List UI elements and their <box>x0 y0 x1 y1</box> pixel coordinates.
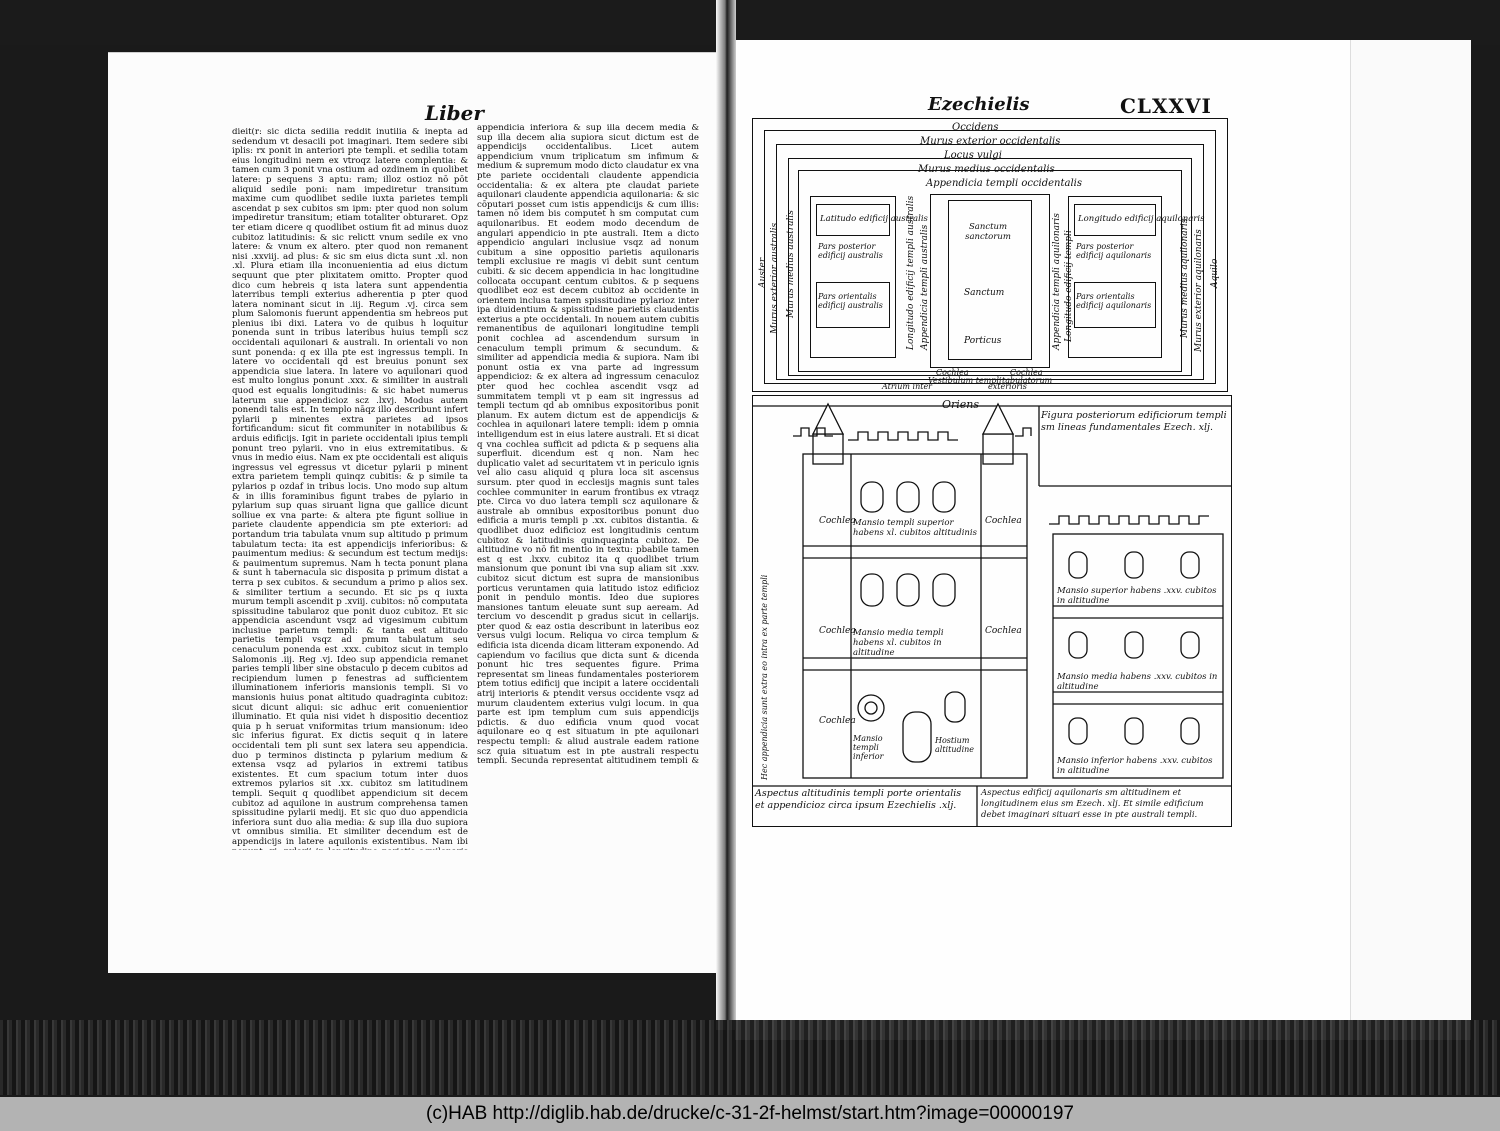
temple-outline <box>930 194 1050 368</box>
plan-frame-5 <box>798 170 1182 372</box>
label-murus-exterior-occ: Murus exterior occidentalis <box>920 136 1061 147</box>
label-auster: Auster <box>758 257 768 288</box>
label-hostium: Hostium altitudine <box>935 736 975 754</box>
label-murus-medius-occ: Murus medius occidentalis <box>918 164 1055 175</box>
label-occidens: Occidens <box>952 122 999 133</box>
elevation-caption-bottom-left: Aspectus altitudinis templi porte orient… <box>755 788 962 811</box>
plan-frame-3 <box>776 144 1204 380</box>
plan-frame-2 <box>764 130 1216 384</box>
text-column-1: dieit(r: sic dicta sedilia reddit inutil… <box>232 128 468 850</box>
credit-text: (c)HAB http://diglib.hab.de/drucke/c-31-… <box>426 1103 1074 1124</box>
label-sanctum-sanctorum: Sanctum sanctorum <box>965 222 1011 242</box>
temple-inner <box>948 200 1032 360</box>
label-cochlea-3: Cochlea <box>819 626 856 636</box>
plan-outer-frame <box>752 118 1228 392</box>
label-murus-exterior-aqu: Murus exterior aquilonaris <box>1194 229 1204 352</box>
label-longitudo-aqu: Longitudo edificij aquilonaris <box>1078 214 1205 224</box>
label-murus-medius-aqu: Murus medius aquilonaris <box>1180 218 1190 338</box>
folio-number: CLXXVI <box>1120 94 1212 118</box>
label-aquilo: Aquilo <box>1210 258 1220 288</box>
label-pars-orientalis-aqu: Pars orientalis edificij aquilonaris <box>1076 292 1152 310</box>
book-gutter <box>716 0 736 1030</box>
text-column-2: appendicia inferiora & sup illa decem me… <box>477 124 699 764</box>
label-cochlea-1: Cochlea <box>819 516 856 526</box>
label-longitudo-templi-aust: Longitudo edificij templi australis <box>906 195 916 350</box>
north-building <box>1068 196 1162 358</box>
label-latitudo-aust: Latitudo edificij australis <box>820 214 928 224</box>
label-side-note: Hec appendicia sunt extra eo intra ex pa… <box>760 574 769 780</box>
running-head-right: Ezechielis <box>928 94 1030 115</box>
elevation-drawing <box>753 402 1231 826</box>
label-pars-posterior-aust: Pars posterior edificij australis <box>818 242 883 260</box>
south-building <box>810 196 896 358</box>
label-aqu-media: Mansio media habens .xxv. cubitos in alt… <box>1057 672 1218 692</box>
right-page-edge <box>1350 40 1471 1040</box>
right-page <box>735 40 1351 1040</box>
label-appendicia-templi-aust: Appendicia templi australis <box>920 224 930 350</box>
label-murus-medius-aust: Murus medius australis <box>786 210 796 318</box>
elevation-caption-top-right: Figura posteriorum edificiorum templi sm… <box>1041 410 1227 433</box>
label-mansio-media: Mansio media templi habens xl. cubitos i… <box>853 628 944 658</box>
label-cochlea-right: Cochlea <box>1010 368 1043 377</box>
label-cochlea-left: Cochlea <box>936 368 969 377</box>
scan-top-border <box>0 0 1500 45</box>
label-atrium-inter: Atrium inter <box>882 382 932 391</box>
temple-ground-plan: Occidens Murus exterior occidentalis Loc… <box>752 118 1230 394</box>
label-pars-posterior-aqu: Pars posterior edificij aquilonaris <box>1076 242 1152 260</box>
label-appendicia-templi-aqu: Appendicia templi aquilonaris <box>1052 213 1062 350</box>
label-murus-exterior-aust: Murus exterior australis <box>770 222 780 334</box>
temple-elevation-figure: Figura posteriorum edificiorum templi sm… <box>752 395 1232 827</box>
running-head-left: Liber <box>425 101 484 125</box>
label-porticus: Porticus <box>964 336 1002 346</box>
label-aqu-inferior: Mansio inferior habens .xxv. cubitos in … <box>1057 756 1213 776</box>
elevation-caption-bottom-right: Aspectus edificij aquilonaris sm altitud… <box>981 788 1204 820</box>
label-cochlea-5: Cochlea <box>819 716 856 726</box>
north-box-2 <box>1074 282 1156 328</box>
label-cochlea-4: Cochlea <box>985 626 1022 636</box>
label-appendicia-occ: Appendicia templi occidentalis <box>926 178 1083 189</box>
label-vestibulum: Vestibulum templi <box>928 376 1002 385</box>
plan-frame-4 <box>788 158 1192 376</box>
scan-bottom-border <box>0 1020 1500 1095</box>
label-cochlea-2: Cochlea <box>985 516 1022 526</box>
north-box-1 <box>1074 204 1156 236</box>
south-box-1 <box>816 204 890 236</box>
left-page <box>108 52 720 973</box>
label-aqu-superior: Mansio superior habens .xxv. cubitos in … <box>1057 586 1217 606</box>
label-exterioris: exterioris <box>988 382 1027 391</box>
label-tabulatorum: tabulatorum <box>1002 376 1053 385</box>
label-locus-vulgi: Locus vulgi <box>944 150 1002 161</box>
south-box-2 <box>816 282 890 328</box>
label-mansio-inferior: Mansio templi inferior <box>853 734 884 761</box>
label-sanctum: Sanctum <box>964 288 1005 298</box>
label-mansio-superior: Mansio templi superior habens xl. cubito… <box>853 518 977 538</box>
label-pars-orientalis-aust: Pars orientalis edificij australis <box>818 292 883 310</box>
label-longitudo-templi-aqu: Longitudo edificij templi <box>1064 230 1074 342</box>
library-credit-bar: (c)HAB http://diglib.hab.de/drucke/c-31-… <box>0 1097 1500 1131</box>
label-oriens: Oriens <box>942 398 980 411</box>
